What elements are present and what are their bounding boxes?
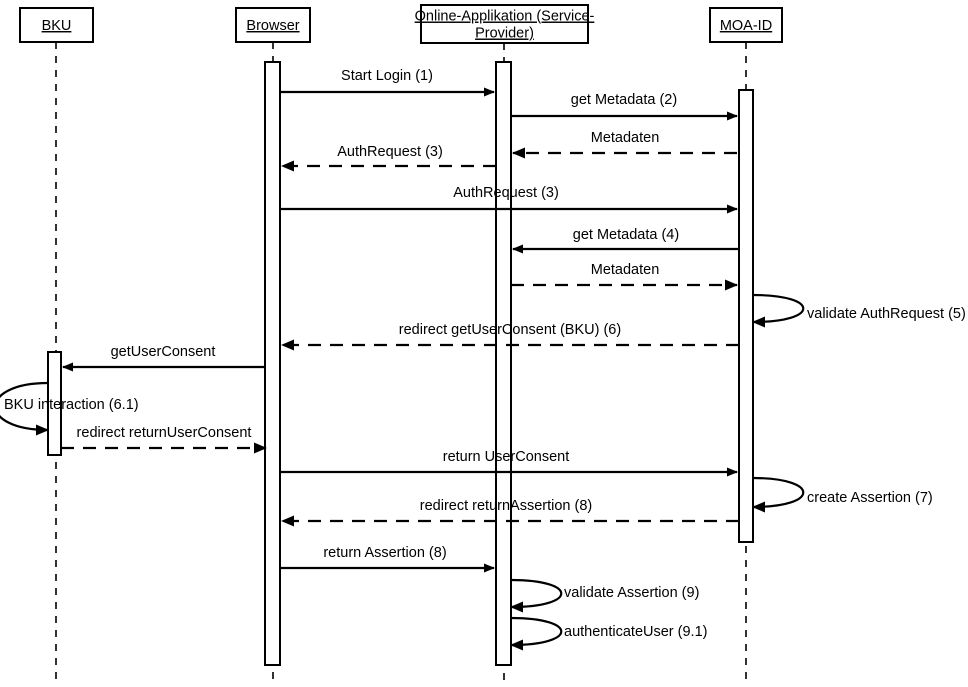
participant-label: BKU bbox=[42, 18, 72, 34]
activation-bar-browser bbox=[264, 61, 281, 666]
self-message-arrow bbox=[752, 476, 805, 513]
participant-label: MOA-ID bbox=[720, 18, 772, 34]
message-label: BKU interaction (6.1) bbox=[4, 397, 139, 413]
self-message-arrow bbox=[510, 578, 563, 613]
message-14[interactable]: validate AuthRequest (5) bbox=[752, 293, 966, 328]
self-message-arrow bbox=[510, 616, 563, 651]
message-label: get Metadata (4) bbox=[573, 227, 679, 243]
message-13[interactable]: return Assertion (8) bbox=[280, 545, 495, 573]
participant-bku[interactable]: BKU bbox=[19, 7, 94, 43]
message-8[interactable]: redirect getUserConsent (BKU) (6) bbox=[281, 322, 739, 351]
activation-bar-bku bbox=[47, 351, 62, 456]
message-18[interactable]: authenticateUser (9.1) bbox=[510, 616, 707, 651]
message-label: AuthRequest (3) bbox=[337, 144, 443, 160]
message-2[interactable]: get Metadata (2) bbox=[511, 92, 738, 121]
message-label: Metadaten bbox=[591, 262, 660, 278]
message-label: redirect returnAssertion (8) bbox=[420, 498, 592, 514]
message-11[interactable]: return UserConsent bbox=[280, 449, 738, 477]
participant-box bbox=[709, 7, 783, 43]
message-label: create Assertion (7) bbox=[807, 490, 933, 506]
message-label: redirect returnUserConsent bbox=[77, 425, 252, 441]
participant-boxes: BKU Browser Online-Applikation (Service-Pr… bbox=[19, 4, 783, 44]
messages: Start Login (1) get Metadata (2) Metadaten… bbox=[0, 68, 966, 651]
message-10[interactable]: redirect returnUserConsent bbox=[61, 425, 267, 454]
self-message-arrow bbox=[752, 293, 805, 328]
message-7[interactable]: Metadaten bbox=[511, 262, 738, 291]
self-message-arrow bbox=[0, 381, 49, 436]
message-12[interactable]: redirect returnAssertion (8) bbox=[281, 498, 739, 527]
message-15[interactable]: BKU interaction (6.1) bbox=[0, 381, 139, 436]
message-label: getUserConsent bbox=[111, 344, 216, 360]
message-6[interactable]: get Metadata (4) bbox=[512, 227, 739, 254]
participant-browser[interactable]: Browser bbox=[235, 7, 311, 43]
message-4[interactable]: AuthRequest (3) bbox=[281, 144, 496, 172]
participant-oa[interactable]: Online-Applikation (Service-Provider) bbox=[415, 4, 595, 44]
message-1[interactable]: Start Login (1) bbox=[280, 68, 495, 97]
message-label: Start Login (1) bbox=[341, 68, 433, 84]
message-label: authenticateUser (9.1) bbox=[564, 624, 707, 640]
message-label: redirect getUserConsent (BKU) (6) bbox=[399, 322, 621, 338]
participant-label: Browser bbox=[246, 18, 299, 34]
participant-label: Provider) bbox=[475, 26, 534, 42]
message-label: Metadaten bbox=[591, 130, 660, 146]
participant-moaid[interactable]: MOA-ID bbox=[709, 7, 783, 43]
message-16[interactable]: create Assertion (7) bbox=[752, 476, 933, 513]
message-9[interactable]: getUserConsent bbox=[62, 344, 265, 372]
participant-label: Online-Applikation (Service- bbox=[415, 9, 595, 25]
message-label: return UserConsent bbox=[443, 449, 570, 465]
message-17[interactable]: validate Assertion (9) bbox=[510, 578, 699, 613]
message-label: validate Assertion (9) bbox=[564, 585, 699, 601]
message-label: validate AuthRequest (5) bbox=[807, 306, 966, 322]
activation-bar-moaid bbox=[738, 89, 754, 543]
activation-bars bbox=[47, 61, 754, 666]
message-label: get Metadata (2) bbox=[571, 92, 677, 108]
message-label: return Assertion (8) bbox=[323, 545, 446, 561]
message-5[interactable]: AuthRequest (3) bbox=[280, 185, 738, 214]
message-3[interactable]: Metadaten bbox=[512, 130, 737, 159]
message-label: AuthRequest (3) bbox=[453, 185, 559, 201]
activation-bar-oa bbox=[495, 61, 512, 666]
